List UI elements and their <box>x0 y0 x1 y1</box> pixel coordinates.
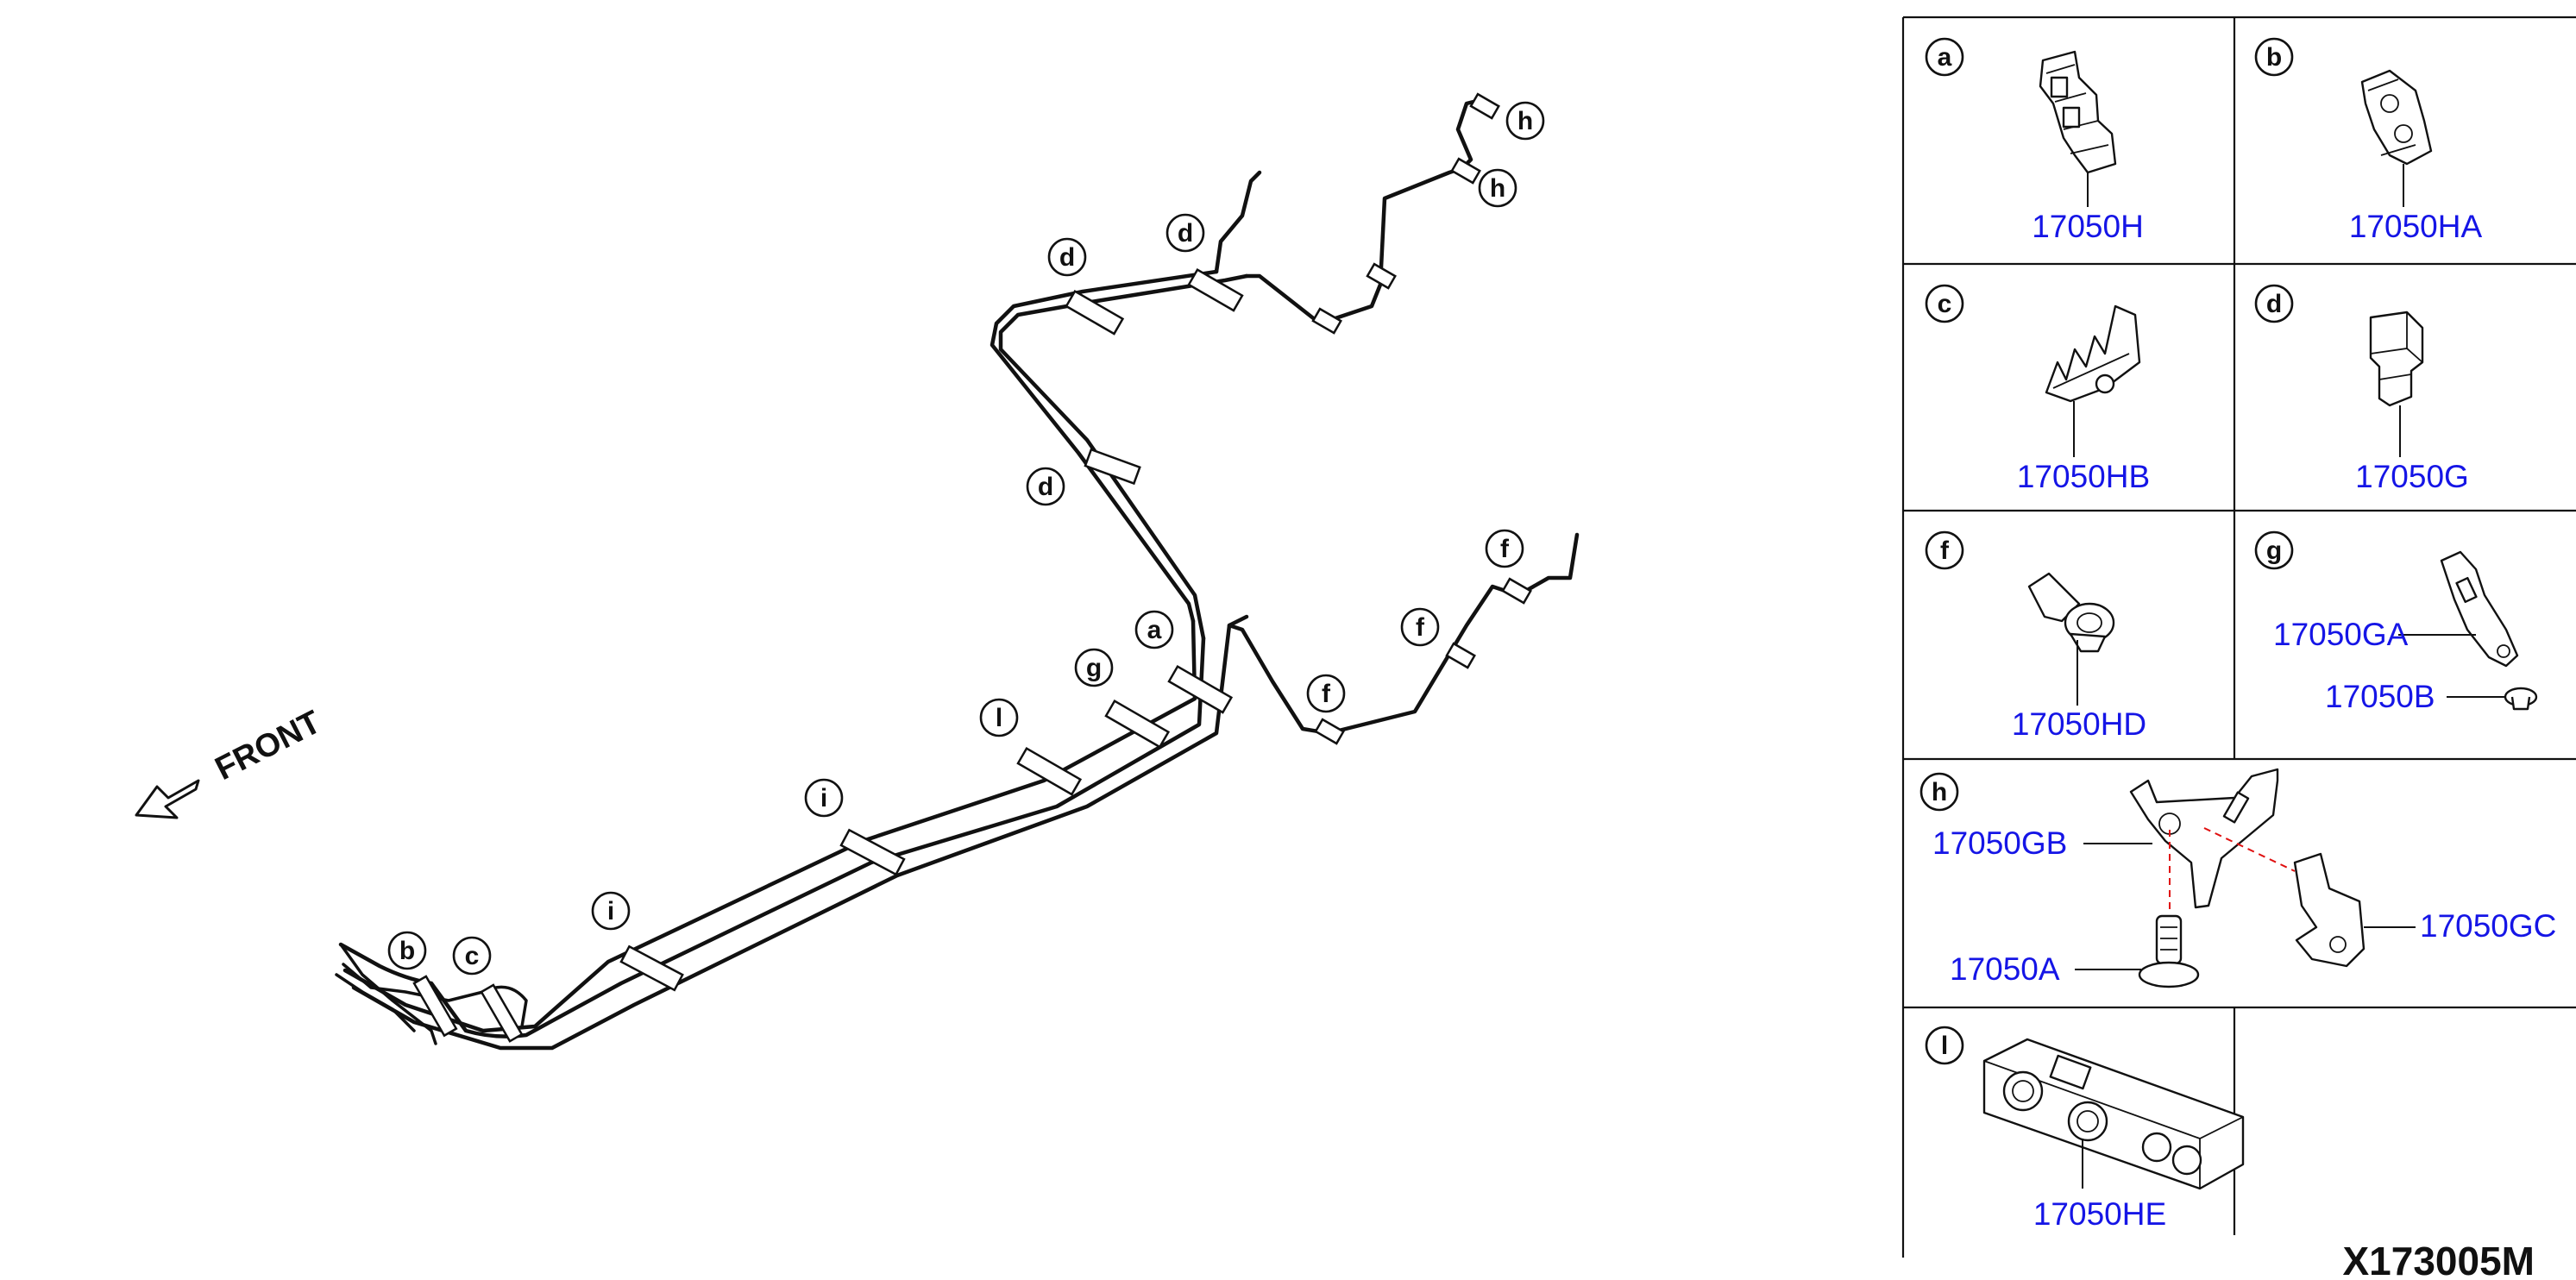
clip-d-1 <box>1084 448 1141 486</box>
clip-a <box>1167 664 1234 714</box>
svg-text:h: h <box>1517 107 1533 135</box>
callout-d-2: d <box>1047 237 1087 277</box>
svg-text:f: f <box>1322 680 1331 708</box>
clip-c <box>480 983 524 1043</box>
callout-d-3: d <box>1165 213 1205 253</box>
pipe-routing: FRONT <box>135 92 1580 1051</box>
clip-f-3 <box>1501 577 1532 605</box>
part-letter-g: g <box>2266 536 2282 565</box>
part-cell-l: l 17050HE <box>1925 1026 2245 1232</box>
clip-d-3 <box>1187 267 1244 312</box>
svg-text:h: h <box>1490 174 1505 203</box>
part-cell-b: b 17050HA <box>2254 37 2483 244</box>
svg-text:f: f <box>1416 613 1425 642</box>
part-illustration-17050GA <box>2440 550 2519 668</box>
part-illustration-17050HD <box>2027 572 2115 653</box>
clip-d-2 <box>1065 289 1125 336</box>
part-illustration-17050GB <box>2129 768 2279 909</box>
upper-pipe <box>990 97 1486 641</box>
part-number-17050GC: 17050GC <box>2420 908 2556 944</box>
svg-text:b: b <box>399 937 415 965</box>
part-letter-d: d <box>2266 290 2282 318</box>
part-illustration-17050HA <box>2360 69 2433 166</box>
pipe-clips <box>412 92 1532 1043</box>
part-illustration-17050B <box>2504 687 2538 711</box>
callout-f-2: f <box>1400 607 1440 647</box>
part-cell-d: d 17050G <box>2254 284 2469 494</box>
part-illustration-17050A <box>2138 914 2200 988</box>
part-number-17050HB: 17050HB <box>2017 459 2150 494</box>
part-letter-h: h <box>1932 778 1947 806</box>
clip-i-1 <box>619 944 684 992</box>
svg-text:c: c <box>465 942 480 970</box>
part-number-17050GB: 17050GB <box>1932 825 2067 861</box>
callout-h-1: h <box>1505 101 1545 141</box>
part-number-17050HD: 17050HD <box>2012 706 2146 742</box>
callout-g: g <box>1074 648 1114 687</box>
front-direction-arrow: FRONT <box>135 704 327 819</box>
part-cell-c: c 17050HB <box>1925 284 2150 494</box>
part-letter-c: c <box>1938 290 1952 318</box>
part-number-17050G: 17050G <box>2355 459 2469 494</box>
svg-text:d: d <box>1038 473 1053 501</box>
clip-f-2 <box>1445 642 1476 669</box>
callout-i-1: i <box>591 891 631 931</box>
part-cell-g: g 17050GA 17050B <box>2254 530 2538 714</box>
clip-f-1 <box>1314 718 1345 745</box>
callout-l: l <box>979 698 1019 737</box>
clip-g <box>1104 699 1171 749</box>
callout-f-1: f <box>1485 529 1524 568</box>
clip-b <box>412 975 458 1038</box>
part-cell-h: h 17050GB 17050GC 17050A <box>1919 768 2556 988</box>
svg-text:f: f <box>1500 535 1510 563</box>
svg-text:i: i <box>607 897 614 925</box>
parts-table-grid <box>1901 16 2576 1258</box>
svg-text:d: d <box>1178 219 1193 248</box>
part-number-17050HA: 17050HA <box>2349 209 2483 244</box>
part-cell-f: f 17050HD <box>1925 530 2146 742</box>
part-illustration-17050H <box>2039 50 2117 174</box>
clip-upper-2 <box>1366 262 1397 290</box>
callout-d-1: d <box>1026 467 1065 506</box>
part-letter-b: b <box>2266 43 2282 72</box>
part-number-17050A: 17050A <box>1950 951 2060 987</box>
svg-text:i: i <box>820 784 827 813</box>
svg-text:l: l <box>996 704 1002 732</box>
clip-upper-1 <box>1311 307 1342 335</box>
part-illustration-17050G <box>2369 311 2424 407</box>
callout-f-3: f <box>1306 674 1346 713</box>
lower-right-pipe <box>1227 532 1580 736</box>
main-pipe-bundle <box>335 614 1249 1051</box>
parts-table: a 17050H b 17050HA <box>1901 16 2576 1258</box>
part-illustration-17050GC <box>2293 852 2366 968</box>
clip-l <box>1016 746 1083 796</box>
callout-b: b <box>387 931 427 970</box>
clip-h-1 <box>1450 157 1481 185</box>
part-illustration-17050HB <box>2045 304 2141 403</box>
callout-h-2: h <box>1478 168 1517 208</box>
callout-c: c <box>452 936 492 976</box>
part-number-17050GA: 17050GA <box>2273 617 2409 652</box>
part-number-17050B: 17050B <box>2325 679 2435 714</box>
callout-i-2: i <box>804 778 844 818</box>
part-number-17050HE: 17050HE <box>2033 1196 2166 1232</box>
part-letter-a: a <box>1938 43 1952 72</box>
part-illustration-17050HE <box>1982 1038 2245 1190</box>
assembly-line-clip <box>2203 827 2296 872</box>
svg-text:a: a <box>1147 616 1162 644</box>
callout-a: a <box>1134 610 1174 649</box>
svg-text:g: g <box>1086 654 1102 682</box>
part-number-17050H: 17050H <box>2032 209 2144 244</box>
part-cell-a: a 17050H <box>1925 37 2144 244</box>
svg-text:d: d <box>1059 243 1075 272</box>
clip-i-2 <box>839 828 906 876</box>
diagram-reference-code: X173005M <box>2343 1239 2535 1280</box>
clip-h-2 <box>1469 92 1500 120</box>
part-letter-f: f <box>1940 536 1950 565</box>
part-letter-l: l <box>1941 1032 1948 1060</box>
front-label: FRONT <box>210 704 327 787</box>
pipe-callouts: b c i i l g a <box>387 101 1545 976</box>
